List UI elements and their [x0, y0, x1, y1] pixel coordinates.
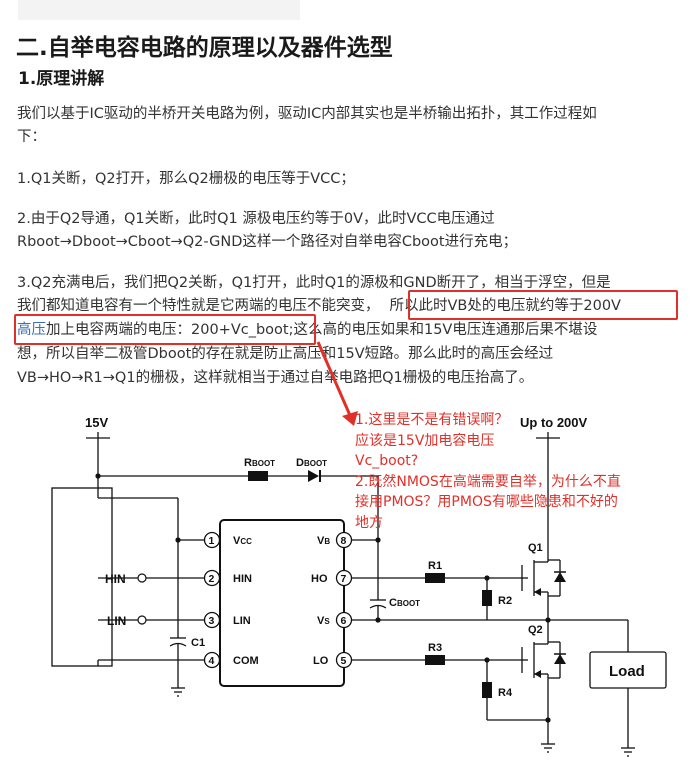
annotation-line-2: 应该是15V加电容电压 [355, 432, 495, 449]
annotation-line-1: 1.这里是不是有错误啊？ [355, 412, 509, 428]
paragraph-step3-line1: 3.Q2充满电后，我们把Q2关断，Q1打开，此时Q1的源极和GND断开了，相当于… [17, 275, 611, 291]
pin-number-5: 5 [341, 655, 347, 667]
label-c1: C1 [191, 637, 205, 649]
label-lin: LIN [107, 614, 126, 628]
label-15v: 15V [85, 415, 108, 430]
pin-name-ho: HO [311, 573, 328, 585]
annotation-line-5: 接用PMOS？用PMOS有哪些隐患和不好的 [355, 494, 618, 510]
label-up-to-200v: Up to 200V [520, 415, 588, 430]
pin-name-hin: HIN [233, 573, 252, 585]
paragraph-step3-line3: 高压加上电容两端的电压：200+Vc_boot;这么高的电压如果和15V电压连通… [17, 319, 597, 342]
pin-name-vcc: VCC [233, 535, 252, 547]
pin-number-1: 1 [209, 535, 215, 547]
label-r1: R1 [428, 560, 442, 572]
label-r2: R2 [498, 595, 512, 607]
highlight-box-upper [408, 290, 678, 320]
pin-number-4: 4 [209, 655, 215, 667]
paragraph-step3-line4: 想，所以自举二极管Dboot的存在就是防止高压和15V短路。那么此时的高压会经过 [17, 346, 554, 362]
paragraph-step3-line5: VB→HO→R1→Q1的栅极，这样就相当于通过自举电路把Q1栅极的电压抬高了。 [17, 370, 534, 386]
pin-number-2: 2 [209, 573, 215, 585]
label-rboot: RBOOT [244, 457, 275, 469]
pin-number-8: 8 [341, 535, 347, 547]
pin-name-com: COM [233, 655, 259, 667]
highlight-box-lower [14, 314, 316, 345]
label-r3: R3 [428, 642, 442, 654]
paragraph-step1: 1.Q1关断，Q2打开，那么Q2栅极的电压等于VCC； [17, 171, 355, 187]
label-hin: HIN [105, 572, 126, 586]
section-title: 二.自举电容电路的原理以及器件选型 [16, 35, 393, 61]
link-high-voltage[interactable]: 高压 [17, 322, 46, 338]
pin-name-lin: LIN [233, 615, 251, 627]
step3-line2-part-b: 所以此时VB处的电压就约等于200V [389, 298, 621, 314]
label-q2: Q2 [528, 624, 543, 636]
label-r4: R4 [498, 687, 513, 699]
pin-name-vs: VS [317, 615, 330, 627]
top-bar [18, 0, 300, 20]
annotation-line-6: 地方 [355, 514, 383, 531]
annotation-arrow [316, 341, 358, 426]
step3-line3-rest: 加上电容两端的电压：200+Vc_boot;这么高的电压如果和15V电压连通那后… [46, 322, 598, 338]
pin-number-6: 6 [341, 615, 347, 627]
paragraph-intro-cont: 下： [17, 129, 46, 145]
label-load: Load [609, 663, 645, 680]
paragraph-step2-line1: 2.由于Q2导通，Q1关断，此时Q1 源极电压约等于0V，此时VCC电压通过 [17, 211, 495, 227]
pin-number-3: 3 [209, 615, 215, 627]
pin-name-lo: LO [313, 655, 329, 667]
paragraph-step2-line2: Rboot→Dboot→Cboot→Q2-GND这样一个路径对自举电容Cboot… [17, 234, 518, 250]
annotation-line-4: 2.既然NMOS在高端需要自举，为什么不直 [355, 473, 621, 490]
label-cboot: CBOOT [389, 597, 420, 609]
label-dboot: DBOOT [296, 457, 327, 469]
paragraph-intro: 我们以基于IC驱动的半桥开关电路为例，驱动IC内部其实也是半桥输出拓扑，其工作过… [17, 106, 597, 122]
pin-name-vb: VB [317, 535, 330, 547]
label-q1: Q1 [528, 542, 543, 554]
annotation-line-3: Vc_boot? [355, 453, 419, 469]
paragraph-step3-line2: 我们都知道电容有一个特性就是它两端的电压不能突变， 所以此时VB处的电压就约等于2… [17, 295, 621, 318]
step3-line2-part-a: 我们都知道电容有一个特性就是它两端的电压不能突变， [17, 298, 380, 314]
annotation-note: 1.这里是不是有错误啊？ 应该是15V加电容电压 Vc_boot? 2.既然NM… [355, 410, 621, 533]
subsection-title: 1.原理讲解 [18, 69, 105, 89]
pin-number-7: 7 [341, 573, 347, 585]
